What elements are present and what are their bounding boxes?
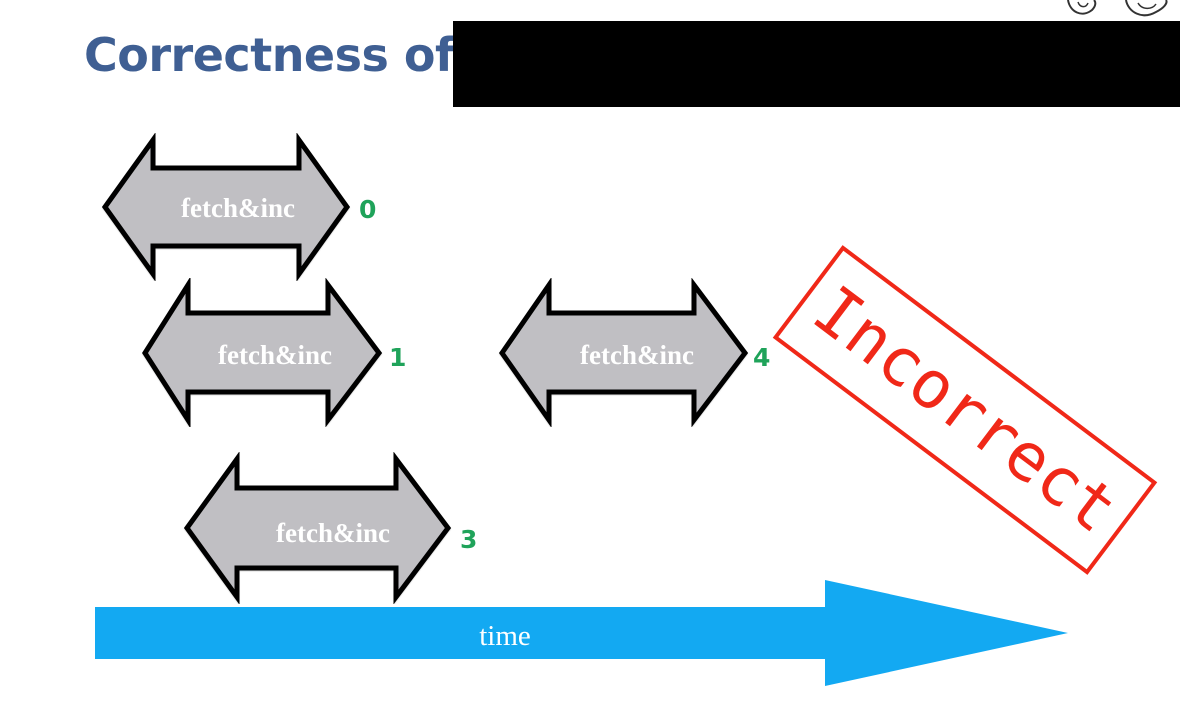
decorative-illustration: [1067, 0, 1168, 17]
operation-label: fetch&inc: [218, 340, 332, 370]
result-number: 4: [753, 343, 770, 372]
operation-arrow: fetch&inc: [101, 132, 351, 282]
operation-label: fetch&inc: [276, 518, 390, 548]
redaction-bar: [453, 21, 1180, 107]
slide-title: Correctness of: [84, 28, 455, 82]
operation-label: fetch&inc: [181, 193, 295, 223]
operation-arrow: fetch&inc: [498, 276, 749, 428]
operation-arrow: fetch&inc: [142, 276, 383, 429]
result-number: 3: [460, 525, 477, 554]
operation-arrow: fetch&inc: [183, 451, 452, 605]
result-number: 1: [389, 343, 406, 372]
result-number: 0: [359, 195, 376, 224]
incorrect-stamp: Incorrect: [772, 245, 1158, 575]
time-label: time: [479, 620, 531, 652]
time-arrow: time: [95, 580, 1068, 686]
stamp-text: Incorrect: [799, 271, 1131, 548]
operation-label: fetch&inc: [580, 340, 694, 370]
